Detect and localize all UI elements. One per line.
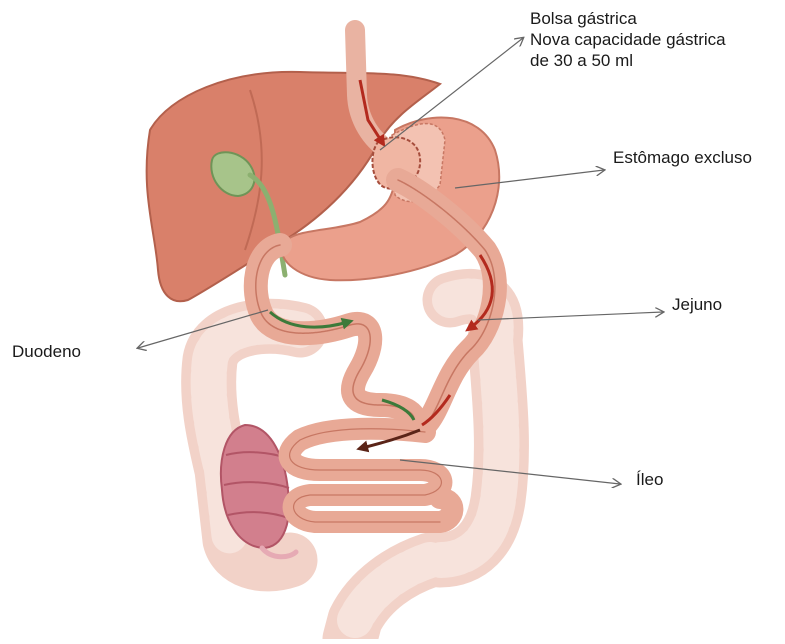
label-duodeno: Duodeno	[12, 341, 81, 362]
label-jejuno: Jejuno	[672, 294, 722, 315]
label-estomago-excluso: Estômago excluso	[613, 147, 752, 168]
label-bolsa-gastrica: Bolsa gástrica Nova capacidade gástrica …	[530, 8, 726, 71]
label-ileo: Íleo	[636, 469, 663, 490]
label-bolsa-line-1: Bolsa gástrica	[530, 8, 726, 29]
label-bolsa-line-3: de 30 a 50 ml	[530, 50, 726, 71]
label-bolsa-line-2: Nova capacidade gástrica	[530, 29, 726, 50]
ileum	[290, 429, 453, 522]
